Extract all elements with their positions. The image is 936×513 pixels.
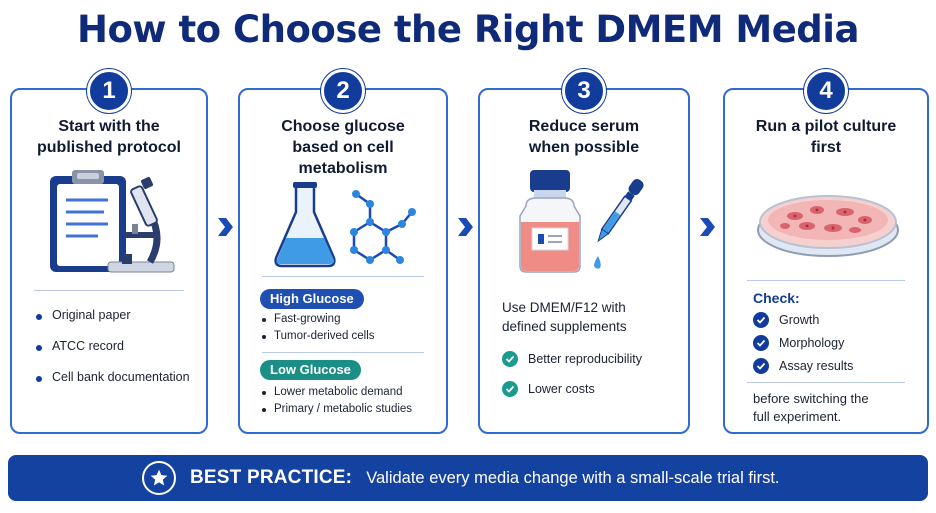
step-title: Start with the published protocol: [37, 118, 181, 156]
list-item: Tumor-derived cells: [260, 328, 375, 345]
divider: [262, 352, 424, 353]
check-circle-icon: [753, 312, 769, 328]
step-number-badge: 1: [87, 69, 131, 113]
divider: [34, 290, 184, 291]
petri-dish-icon: [757, 195, 899, 257]
clipboard-microscope-icon: [50, 170, 175, 273]
step-title: Run a pilot culture first: [755, 118, 897, 156]
high-glucose-list: Fast-growing Tumor-derived cells: [260, 311, 375, 345]
source-list: Original paper ATCC record Cell bank doc…: [34, 308, 190, 384]
page-title: How to Choose the Right DMEM Media: [77, 8, 859, 51]
list-item: Fast-growing: [260, 311, 375, 328]
step-number-badge: 3: [562, 69, 606, 113]
best-practice-banner: BEST PRACTICE: Validate every media chan…: [8, 455, 928, 501]
step-number-badge: 4: [804, 69, 848, 113]
arrow-right-icon: [458, 218, 473, 236]
check-circle-icon: [502, 381, 518, 397]
check-item: Assay results: [753, 358, 853, 374]
check-item: Morphology: [753, 335, 844, 351]
list-item: ATCC record: [34, 339, 190, 353]
bottle-dropper-icon: [519, 170, 644, 273]
step-title: Reduce serum when possible: [528, 118, 640, 156]
star-icon: [142, 461, 176, 495]
step-number-badge: 2: [321, 69, 365, 113]
step-card-1: 1 Start with the published protocol Orig…: [10, 69, 208, 434]
check-item: Growth: [753, 312, 819, 328]
check-label: Check:: [753, 290, 800, 306]
best-practice-label: BEST PRACTICE:: [190, 467, 353, 488]
low-glucose-badge: Low Glucose: [260, 360, 361, 380]
low-glucose-list: Lower metabolic demand Primary / metabol…: [260, 384, 412, 418]
list-item: Original paper: [34, 308, 190, 322]
best-practice-text: Validate every media change with a small…: [366, 468, 780, 487]
step-card-4: 4 Run a pilot culture first Check: Growt…: [723, 69, 929, 434]
step-footnote: before switching the full experiment.: [753, 391, 869, 424]
step-card-2: 2 Choose glucose based on cell metabolis…: [238, 69, 448, 434]
step-title: Choose glucose based on cell metabolism: [281, 118, 405, 177]
step-description: Use DMEM/F12 with defined supplements: [502, 300, 627, 334]
list-item: Cell bank documentation: [34, 370, 190, 384]
divider: [262, 276, 424, 277]
check-circle-icon: [753, 335, 769, 351]
benefit-item: Lower costs: [502, 381, 595, 397]
benefit-item: Better reproducibility: [502, 351, 642, 367]
check-circle-icon: [753, 358, 769, 374]
divider: [747, 280, 905, 281]
check-circle-icon: [502, 351, 518, 367]
step-card-3: 3 Reduce serum when possible Use DMEM/F1…: [478, 69, 690, 434]
list-item: Lower metabolic demand: [260, 384, 412, 401]
arrow-right-icon: [218, 218, 233, 236]
list-item: Primary / metabolic studies: [260, 401, 412, 418]
high-glucose-badge: High Glucose: [260, 289, 364, 309]
divider: [747, 382, 905, 383]
arrow-right-icon: [700, 218, 715, 236]
flask-molecule-icon: [274, 182, 416, 268]
